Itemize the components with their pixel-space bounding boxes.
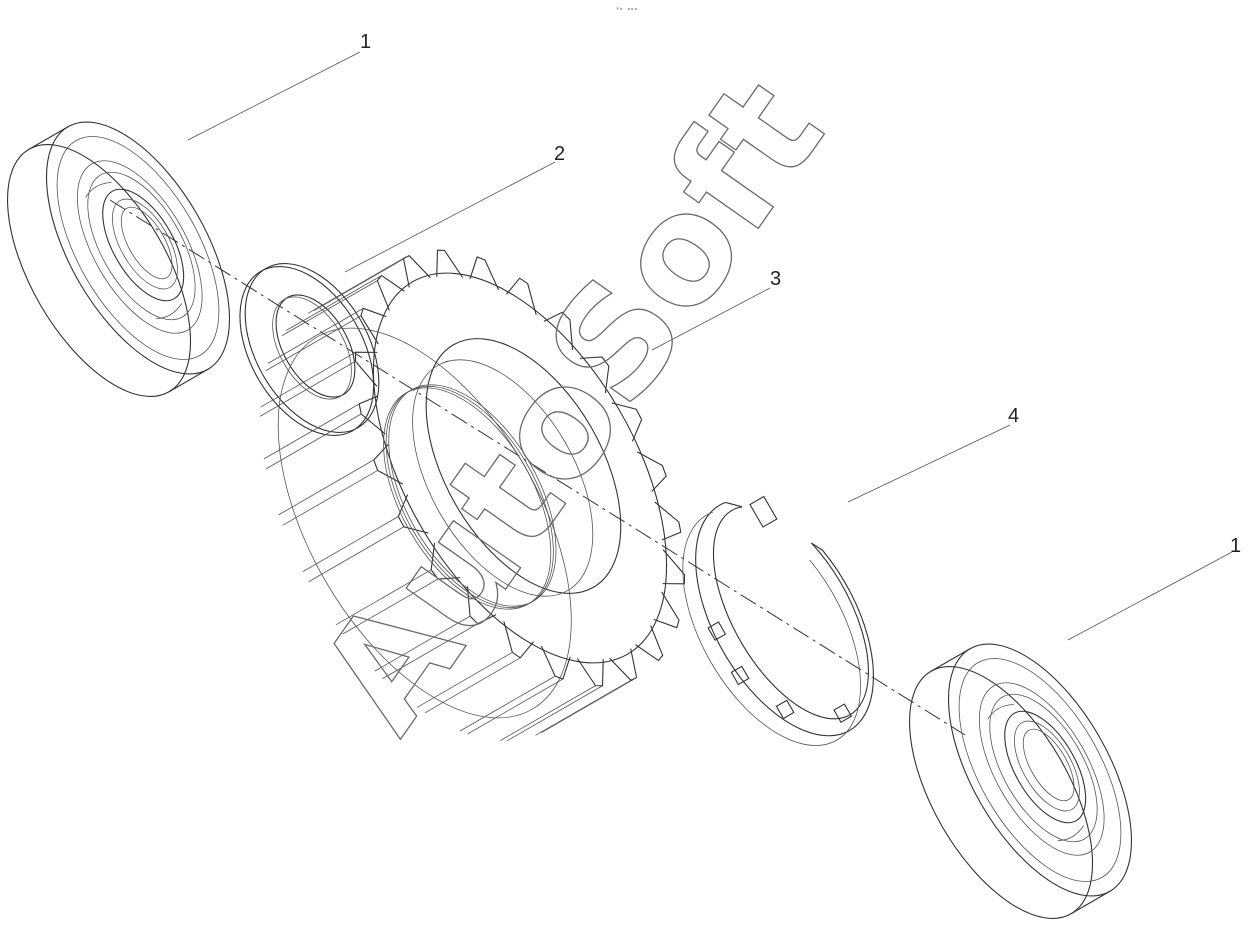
thrust-washer: [239, 262, 380, 437]
leader-4: [847, 424, 1011, 503]
bearing-top-left: [7, 121, 231, 397]
gear-tooth-edge: [281, 280, 378, 336]
gear-tooth: [358, 395, 386, 435]
gear-tooth: [654, 501, 682, 541]
gear-tooth-edge: [265, 315, 362, 372]
gear-tooth: [543, 311, 574, 350]
gear-tooth-edge: [541, 677, 637, 734]
gear-tooth: [376, 274, 405, 311]
callout-3: 3: [770, 268, 781, 290]
gear-tooth: [579, 356, 610, 394]
gear-tooth: [466, 586, 497, 625]
callout-2: 2: [554, 143, 565, 165]
gear-tooth-edge: [535, 679, 631, 736]
gear-tooth-edge: [259, 360, 356, 417]
callout-1-bottom: 1: [1230, 535, 1241, 557]
leader-1-top: [187, 51, 361, 141]
gear-tooth: [360, 307, 387, 345]
gear-tooth: [635, 625, 664, 662]
leader-1-bottom: [1067, 551, 1233, 641]
callout-1-top: 1: [360, 31, 371, 53]
watermark-text: AutoSoft: [287, 50, 857, 761]
leader-3: [651, 287, 771, 351]
gear-tooth: [609, 648, 638, 681]
gear-tooth-edge: [313, 255, 410, 312]
gear-tooth: [354, 351, 378, 387]
gear-tooth: [430, 542, 461, 580]
header-mark: ᴾᵇ ᵒᵒᵒ: [616, 7, 638, 14]
gear-tooth-edge: [307, 257, 404, 314]
gear-tooth: [402, 255, 431, 288]
spur-gear: [259, 249, 686, 742]
gear-tooth-edge: [342, 578, 439, 635]
gear-tooth-edge: [467, 678, 564, 735]
gear-tooth: [636, 451, 667, 492]
bearing-bottom-right: [909, 643, 1133, 919]
gear-tooth: [436, 249, 464, 278]
gear-tooth-edge: [265, 413, 362, 470]
callout-4: 4: [1008, 405, 1019, 427]
gear-tooth: [662, 549, 686, 585]
gear-tooth-edge: [382, 623, 478, 680]
gear-tooth-edge: [416, 652, 513, 708]
gear-tooth-edge: [278, 459, 375, 516]
gear-tooth-edge: [507, 685, 603, 742]
gear-tooth-edge: [459, 675, 556, 732]
gear-tooth-edge: [302, 516, 399, 572]
gear-tooth-edge: [335, 569, 432, 626]
gear-tooth-edge: [260, 351, 356, 408]
gear-tooth: [503, 621, 534, 659]
gear-tooth-edge: [308, 526, 405, 583]
gear-tooth: [611, 402, 643, 442]
gear-tooth: [576, 658, 604, 687]
gear-tooth-edge: [267, 308, 364, 364]
center-axis: [109, 199, 966, 736]
gear-tooth-edge: [424, 657, 521, 714]
gear-tooth: [469, 256, 500, 291]
retaining-ring: [682, 495, 874, 746]
gear-tooth-edge: [286, 275, 382, 331]
leader-2: [344, 161, 556, 273]
gear-tooth-edge: [282, 470, 378, 526]
gear-tooth-edge: [374, 615, 471, 672]
gear-tooth-edge: [500, 685, 596, 741]
gear-tooth: [653, 591, 680, 629]
gear-tooth-edge: [263, 403, 360, 460]
gear-tooth: [540, 645, 571, 680]
gear-tooth: [506, 277, 537, 315]
